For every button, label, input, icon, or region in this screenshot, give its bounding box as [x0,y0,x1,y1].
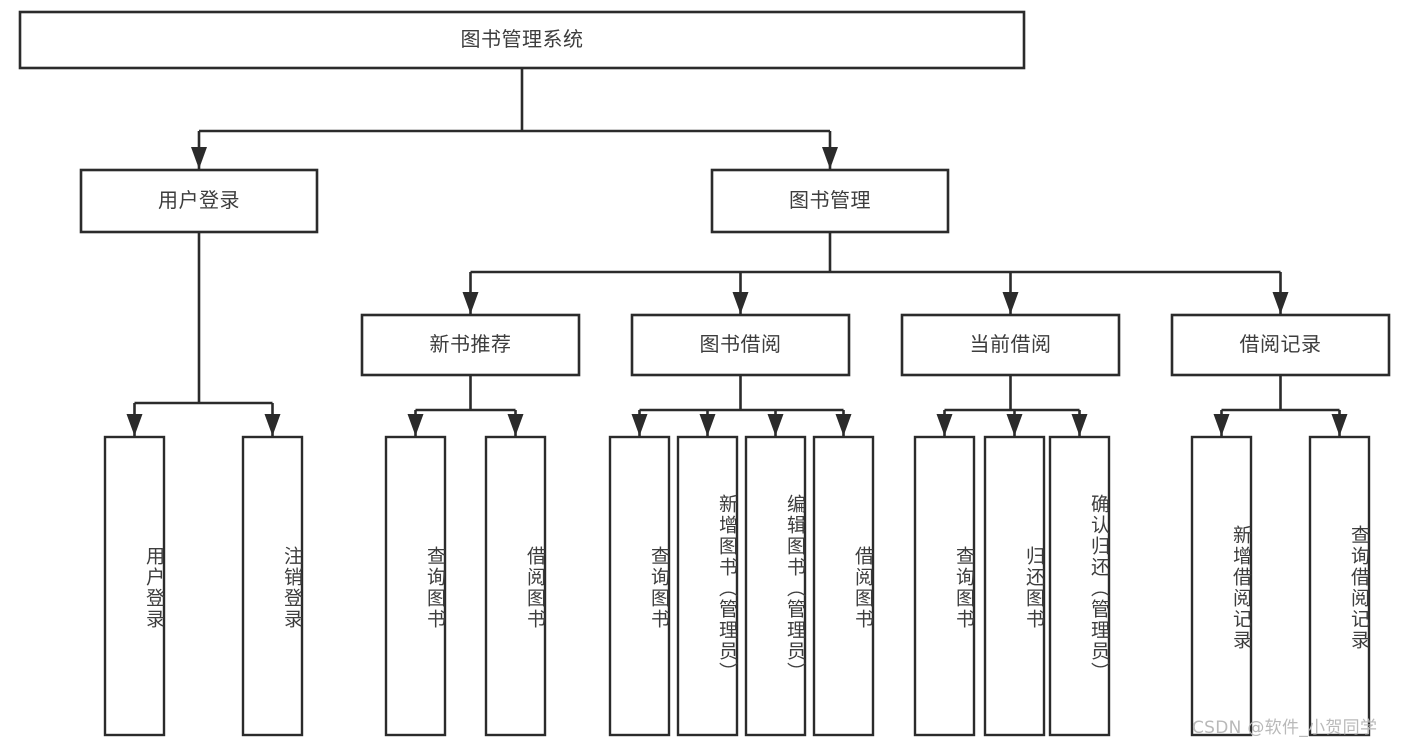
node-box-book-borrow[interactable] [630,313,851,377]
node-box-leaf-edit-book-admin[interactable] [744,435,807,737]
arrow-head-icon-leaf-add-borrow-record [1213,414,1230,436]
node-box-leaf-add-book-admin[interactable] [676,435,739,737]
connectors-layer [126,68,1348,436]
arrow-head-icon-leaf-query-borrow-record [1331,414,1348,436]
arrow-head-icon-new-book-recommend [462,292,479,314]
node-box-leaf-query-borrow-record[interactable] [1308,435,1371,737]
arrow-head-icon-leaf-query-book-current [936,414,953,436]
node-box-leaf-query-book-recommend[interactable] [384,435,447,737]
arrow-head-icon-leaf-edit-book-admin [767,414,784,436]
watermark-text: CSDN @软件_小贺同学 [1192,718,1378,738]
node-box-new-book-recommend[interactable] [360,313,581,377]
arrow-head-icon-borrow-record [1272,292,1289,314]
arrow-head-icon-leaf-return-book [1006,414,1023,436]
node-box-book-management[interactable] [710,168,950,234]
arrow-head-icon-leaf-query-book-recommend [407,414,424,436]
node-box-leaf-query-book-borrow[interactable] [608,435,671,737]
arrow-head-icon-leaf-borrow-book [835,414,852,436]
arrow-head-icon-book-borrow [732,292,749,314]
node-box-leaf-query-book-current[interactable] [913,435,976,737]
arrow-head-icon-book-management [822,147,838,169]
node-box-root[interactable] [18,10,1026,70]
node-box-leaf-borrow-book-recommend[interactable] [484,435,547,737]
boxes-layer [18,10,1391,737]
arrow-head-icon-leaf-user-login [126,414,143,436]
arrow-head-icon-leaf-add-book-admin [699,414,716,436]
arrow-head-icon-leaf-query-book-borrow [631,414,648,436]
node-box-leaf-add-borrow-record[interactable] [1190,435,1253,737]
node-box-leaf-return-book[interactable] [983,435,1046,737]
node-box-leaf-confirm-return-admin[interactable] [1048,435,1111,737]
node-box-user-login[interactable] [79,168,319,234]
arrow-head-icon-current-borrow [1002,292,1019,314]
arrow-head-icon-leaf-logout-login [264,414,281,436]
node-box-leaf-logout-login[interactable] [241,435,304,737]
arrow-head-icon-user-login [191,147,207,169]
arrow-head-icon-leaf-borrow-book-recommend [507,414,524,436]
node-box-leaf-user-login[interactable] [103,435,166,737]
node-box-borrow-record[interactable] [1170,313,1391,377]
node-box-leaf-borrow-book[interactable] [812,435,875,737]
node-box-current-borrow[interactable] [900,313,1121,377]
arrow-head-icon-leaf-confirm-return-admin [1071,414,1088,436]
